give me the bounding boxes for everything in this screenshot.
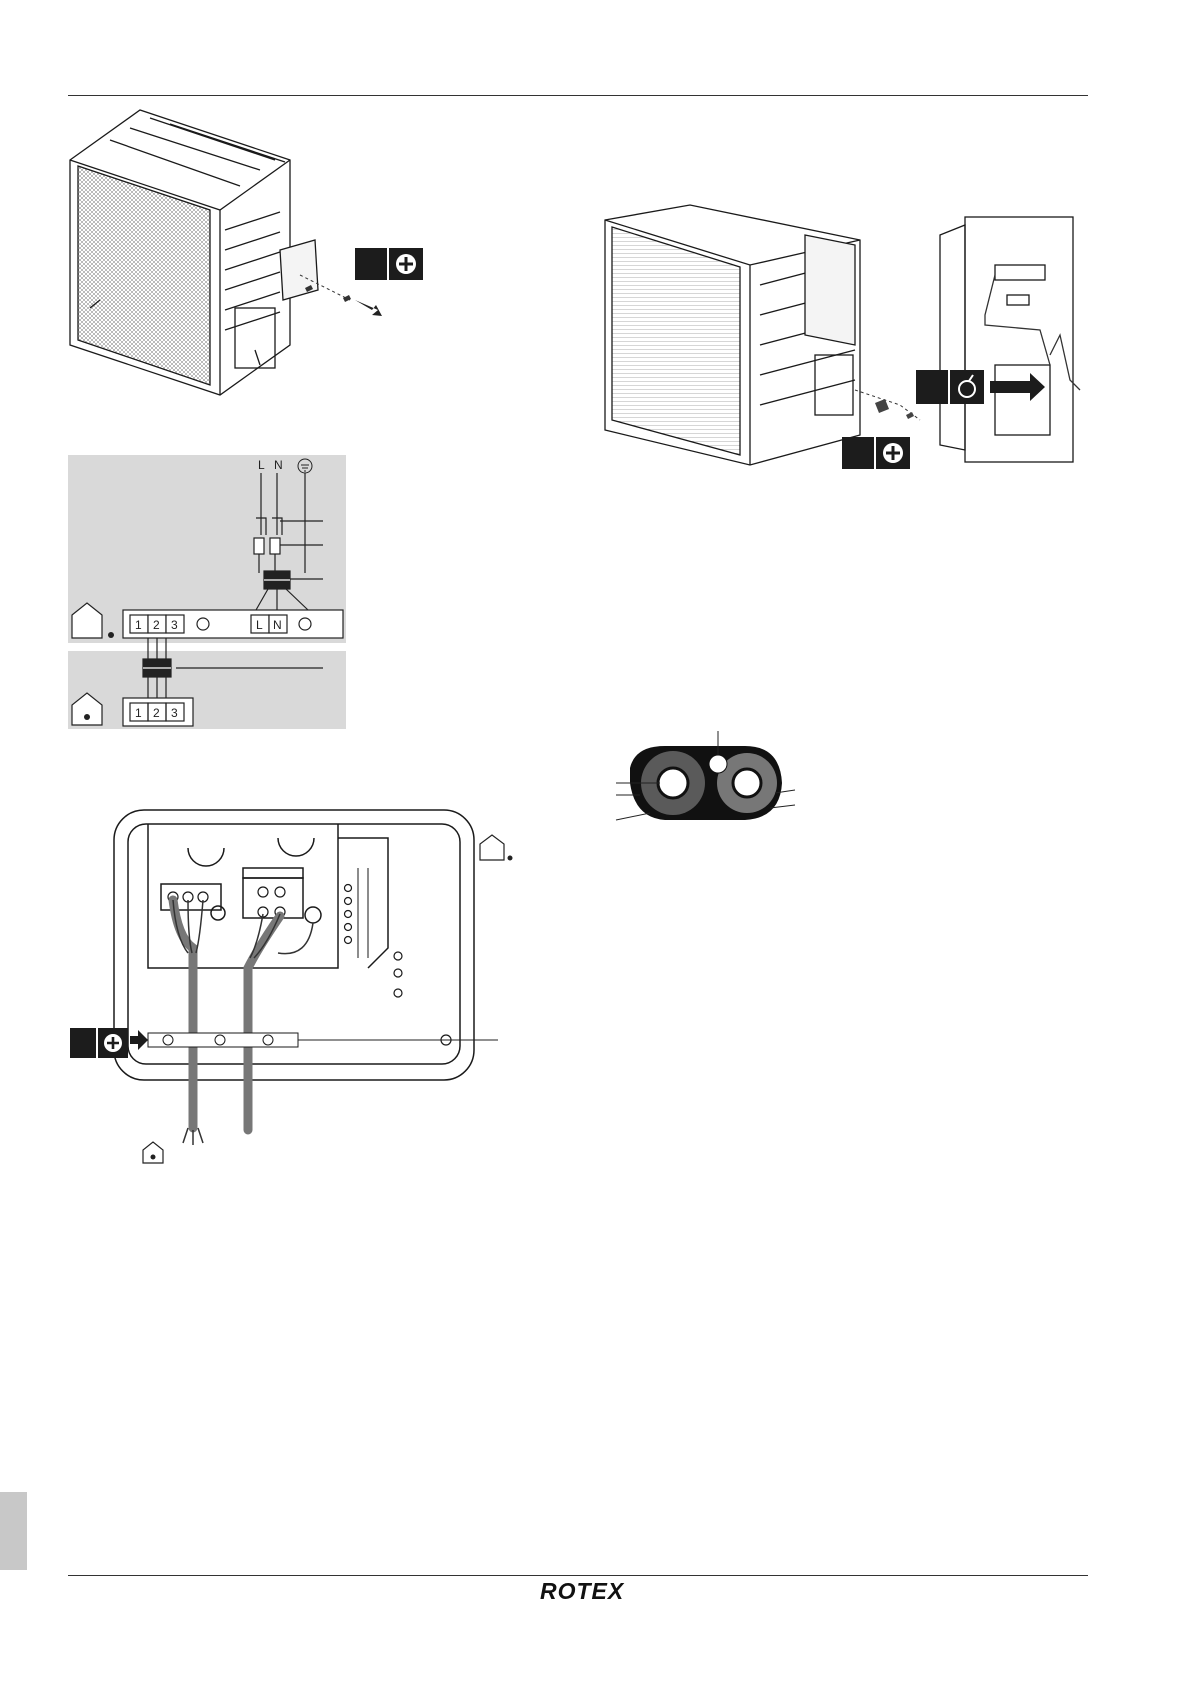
supply-label-l: L <box>258 458 265 472</box>
indoor-terminal-3: 3 <box>171 706 178 720</box>
supply-terminal-l: L <box>256 618 263 632</box>
supply-terminal-n: N <box>273 618 282 632</box>
indoor-terminal-2: 2 <box>153 706 160 720</box>
outdoor-terminal-1: 1 <box>135 618 142 632</box>
wrench-badge <box>916 370 984 404</box>
screwdriver-badge <box>70 1028 148 1058</box>
footer-rule <box>68 1575 1088 1576</box>
outdoor-house-icon <box>108 632 114 638</box>
pipe-insulation-section <box>610 728 810 838</box>
chapter-side-tab <box>0 1492 27 1570</box>
header-rule <box>68 95 1088 96</box>
outdoor-unit-valve-cover-figure <box>600 205 1090 475</box>
outdoor-terminal-3: 3 <box>171 618 178 632</box>
outdoor-unit-cover-removal-figure <box>60 100 440 400</box>
outdoor-terminal-2: 2 <box>153 618 160 632</box>
wiring-schematic: L N 1 2 3 L N 1 2 3 <box>68 455 348 735</box>
indoor-terminal-1: 1 <box>135 706 142 720</box>
screwdriver-badge <box>355 248 423 280</box>
indoor-house-icon <box>84 714 90 720</box>
switch-box-wiring-figure <box>68 808 528 1168</box>
screwdriver-badge <box>842 437 910 469</box>
brand-logo: ROTEX <box>540 1578 624 1605</box>
supply-label-n: N <box>274 458 283 472</box>
